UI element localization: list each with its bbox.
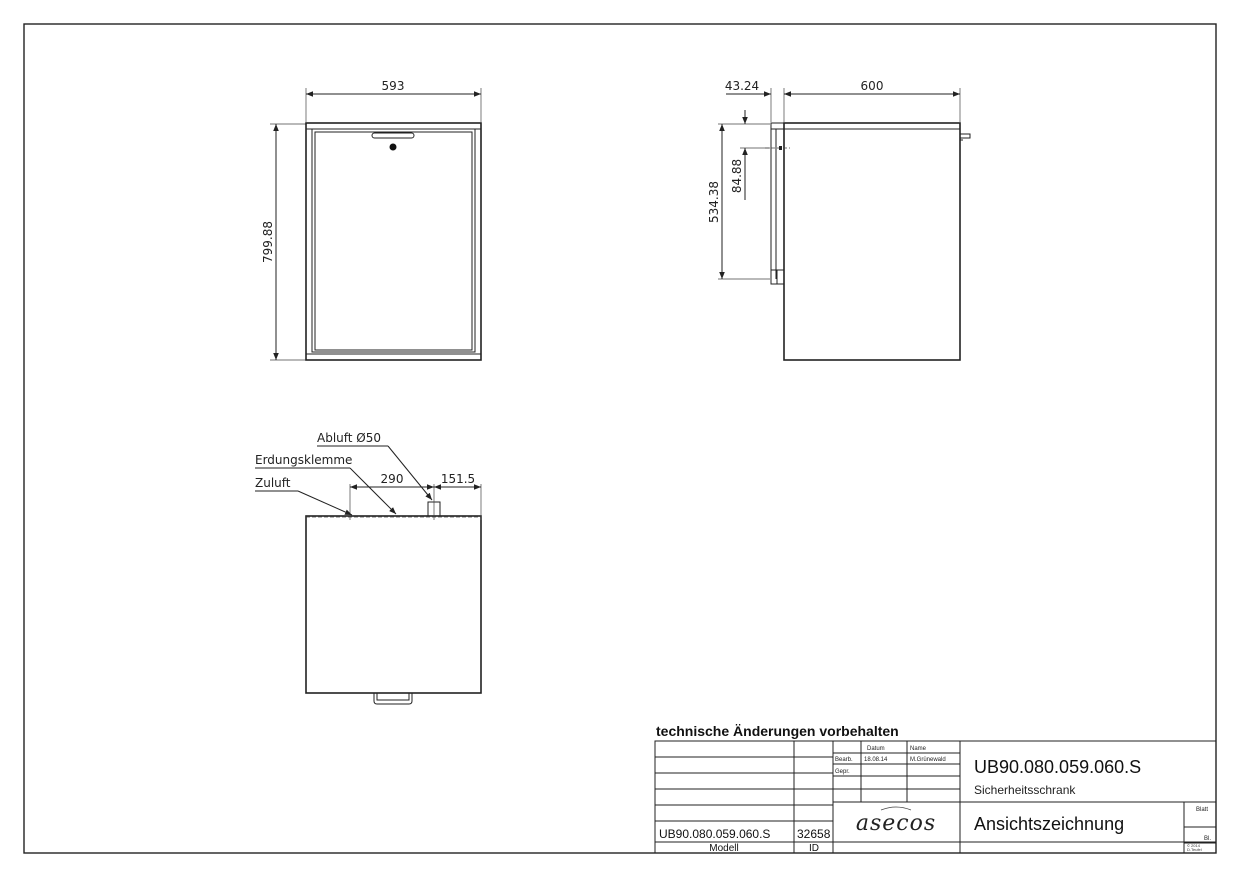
bearb-date: 18.08.14 [864, 757, 888, 763]
side-height-a-dim: 84.88 [730, 159, 744, 193]
side-height-b-dim: 534.38 [707, 181, 721, 223]
drawing-description: Sicherheitsschrank [974, 783, 1076, 797]
col-datum: Datum [867, 746, 885, 752]
model-number: UB90.080.059.060.S [659, 827, 770, 841]
side-depth-dim: 600 [861, 79, 884, 93]
top-view: 290 151.5 Abluft Ø50 Erdungsklemme Zuluf… [255, 431, 482, 705]
front-width-dim: 593 [382, 79, 405, 93]
col-name: Name [910, 746, 927, 752]
changes-notice: technische Änderungen vorbehalten [656, 723, 899, 739]
id-value: 32658 [797, 827, 831, 841]
copyright-line1: © 2014 [1187, 843, 1201, 848]
asecos-logo: asecos [856, 811, 936, 836]
bearb-name: M.Grünewald [910, 757, 946, 763]
bl-label: Bl. [1204, 836, 1211, 842]
row-bearb: Bearb. [835, 757, 853, 763]
sheet-border [23, 23, 1217, 854]
side-offset-dim: 43.24 [725, 79, 759, 93]
lock-icon [389, 143, 397, 151]
id-caption: ID [809, 843, 819, 854]
top-dim-a: 290 [381, 472, 404, 486]
model-caption: Modell [709, 843, 738, 854]
front-view: 593 799.88 [261, 79, 482, 361]
erdungsklemme-label: Erdungsklemme [255, 453, 352, 467]
copyright-line2: D.Teufel [1187, 847, 1202, 852]
top-dim-b: 151.5 [441, 472, 475, 486]
drawing-number: UB90.080.059.060.S [974, 757, 1141, 777]
drawing-title: Ansichtszeichnung [974, 814, 1124, 834]
zuluft-label: Zuluft [255, 476, 291, 490]
row-gepr: Gepr. [835, 769, 850, 775]
abluft-label: Abluft Ø50 [317, 431, 381, 445]
blatt-label: Blatt [1196, 807, 1208, 813]
side-view: 43.24 600 84.88 534.38 [707, 79, 971, 361]
title-block: technische Änderungen vorbehalten Datum … [654, 723, 1217, 854]
front-height-dim: 799.88 [261, 221, 275, 263]
